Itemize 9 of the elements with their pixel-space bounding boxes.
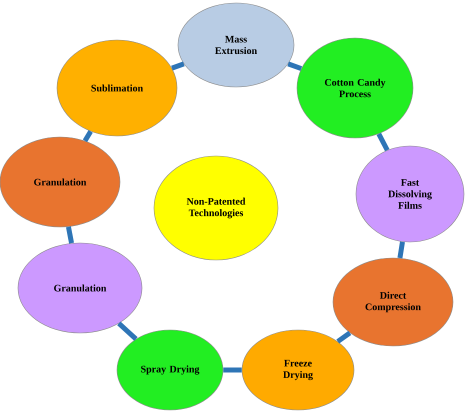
connector-line [336,330,352,344]
connector-line [287,62,302,71]
connector-line [376,132,390,152]
connector-line [171,62,185,70]
connector-line [66,226,74,244]
connector-line [82,130,93,142]
connector-line [397,241,405,258]
connector-line [117,322,138,341]
connector-line [223,368,242,372]
